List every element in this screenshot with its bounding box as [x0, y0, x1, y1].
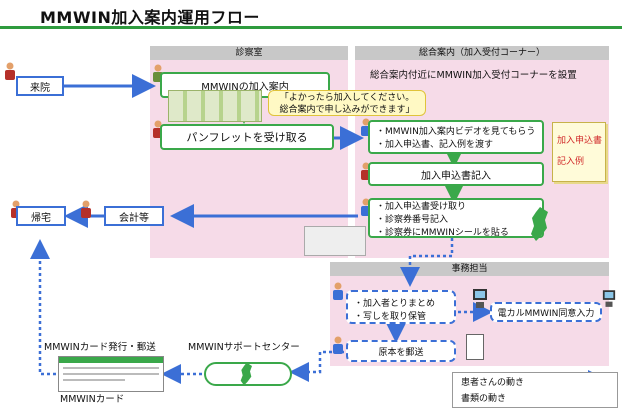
legend-document-label: 書類の動き	[461, 394, 507, 404]
video-line-2: ・加入申込書、記入例を渡す	[376, 140, 494, 150]
computer-icon	[473, 289, 487, 308]
pamphlet-images	[168, 90, 262, 122]
doc-form-label: 加入申込書	[557, 136, 603, 146]
lane-reception-header: 総合案内（加入受付コーナー）	[355, 46, 609, 60]
billing-box: 会計等	[104, 206, 164, 226]
doc-arrow-receive-to-collect	[400, 238, 454, 287]
patient-person-icon	[5, 62, 15, 80]
japan-map-icon	[240, 362, 252, 386]
collect-line-2: ・写しを取り保管	[354, 312, 427, 322]
pamphlet-box: パンフレットを受け取る	[160, 124, 334, 150]
page-title: MMWIN加入案内運用フロー	[40, 8, 260, 27]
receive-box: ・加入申込書受け取り ・診察券番号記入 ・診察券にMMWINシールを貼る	[368, 198, 544, 238]
receive-line-1: ・加入申込書受け取り	[376, 201, 467, 212]
card-issue-label: MMWINカード発行・郵送	[44, 342, 156, 353]
video-box: ・MMWIN加入案内ビデオを見てもらう ・加入申込書、記入例を渡す	[368, 120, 544, 154]
computer-icon	[602, 290, 616, 307]
receive-line-2: ・診察券番号記入	[376, 214, 449, 225]
staff-person-icon	[333, 336, 343, 354]
title-underline	[0, 26, 622, 29]
card-image	[58, 356, 164, 392]
japan-map-icon	[531, 207, 548, 241]
doc-arrow-card-to-home	[30, 239, 56, 376]
card-label: MMWINカード	[60, 394, 125, 405]
legend: 患者さんの動き 書類の動き	[452, 372, 618, 408]
receive-line-3: ・診察券にMMWINシールを貼る	[376, 227, 509, 238]
go-home-box: 帰宅	[16, 206, 66, 226]
fill-form-box: 加入申込書記入	[368, 162, 544, 186]
form-document: 加入申込書 記入例	[552, 122, 606, 182]
lane-exam-header: 診察室	[150, 46, 348, 60]
support-center-label: MMWINサポートセンター	[188, 342, 300, 353]
lane-office-header: 事務担当	[330, 262, 609, 276]
bubble-line-1: 「よかったら加入してください。	[279, 93, 415, 103]
mail-original-box: 原本を郵送	[346, 340, 456, 362]
legend-patient-label: 患者さんの動き	[461, 378, 525, 388]
patient-person-icon	[81, 200, 91, 218]
collect-box: ・加入者とりまとめ ・写しを取り保管	[346, 290, 456, 324]
reception-note: 総合案内付近にMMWIN加入受付コーナーを設置	[370, 70, 577, 81]
document-paper-icon	[466, 334, 484, 360]
staff-person-icon	[333, 282, 343, 300]
visit-box: 来院	[16, 76, 64, 96]
doc-arrow-mail-to-support	[289, 350, 344, 382]
denkaru-box: 電カルMMWIN同意入力	[490, 302, 602, 322]
doc-example-label: 記入例	[557, 157, 585, 167]
video-line-1: ・MMWIN加入案内ビデオを見てもらう	[376, 127, 536, 137]
collect-line-1: ・加入者とりまとめ	[354, 299, 436, 309]
bubble-line-2: 総合案内で申し込みができます」	[279, 105, 415, 115]
registration-card-image	[304, 226, 366, 256]
speech-bubble: 「よかったら加入してください。 総合案内で申し込みができます」	[268, 90, 426, 116]
